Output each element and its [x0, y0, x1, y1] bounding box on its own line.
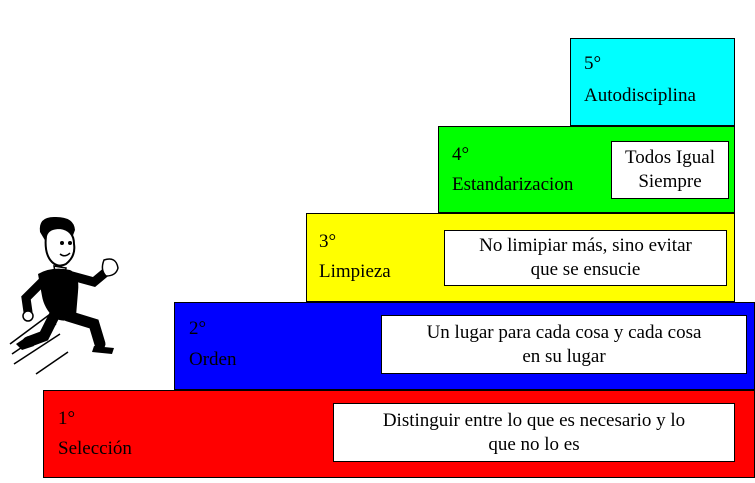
head	[44, 226, 76, 267]
step-3-description: No limipiar más, sino evitar que se ensu…	[444, 230, 727, 286]
step-2-description-line-2: en su lugar	[522, 345, 606, 367]
raised-hand	[101, 258, 119, 277]
step-1-number: 1°	[58, 408, 76, 429]
step-4-number: 4°	[452, 144, 470, 165]
step-1-description-line-2: que no lo es	[488, 433, 580, 455]
step-3-block: 3° Limpieza No limipiar más, sino evitar…	[306, 213, 735, 302]
suit	[38, 268, 79, 321]
step-2-name: Orden	[189, 349, 237, 370]
step-2-number: 2°	[189, 318, 207, 339]
step-2-block: 2° Orden Un lugar para cada cosa y cada …	[174, 302, 755, 390]
step-3-description-line-1: No limipiar más, sino evitar	[479, 235, 692, 256]
step-5-number: 5°	[584, 53, 602, 74]
step-3-name: Limpieza	[319, 261, 391, 282]
running-man-illustration	[9, 216, 119, 375]
step-2-description-line-1: Un lugar para cada cosa y cada cosa	[426, 321, 702, 343]
step-3-description-line-2: que se ensucie	[530, 259, 641, 280]
step-2-description: Un lugar para cada cosa y cada cosa en s…	[381, 315, 747, 374]
step-5-block: 5° Autodisciplina	[570, 38, 735, 126]
step-4-description: Todos Igual Siempre	[611, 141, 729, 199]
step-1-description-line-1: Distinguir entre lo que es necesario y l…	[382, 409, 686, 431]
step-1-name: Selección	[58, 438, 132, 459]
step-4-name: Estandarizacion	[452, 174, 574, 195]
step-4-description-line-2: Siempre	[638, 171, 702, 192]
step-1-description: Distinguir entre lo que es necesario y l…	[333, 403, 735, 462]
step-1-block: 1° Selección Distinguir entre lo que es …	[43, 390, 755, 478]
step-4-block: 4° Estandarizacion Todos Igual Siempre	[438, 126, 735, 213]
step-5-name: Autodisciplina	[584, 85, 696, 106]
step-3-number: 3°	[319, 231, 337, 252]
step-4-description-line-1: Todos Igual	[625, 147, 715, 168]
